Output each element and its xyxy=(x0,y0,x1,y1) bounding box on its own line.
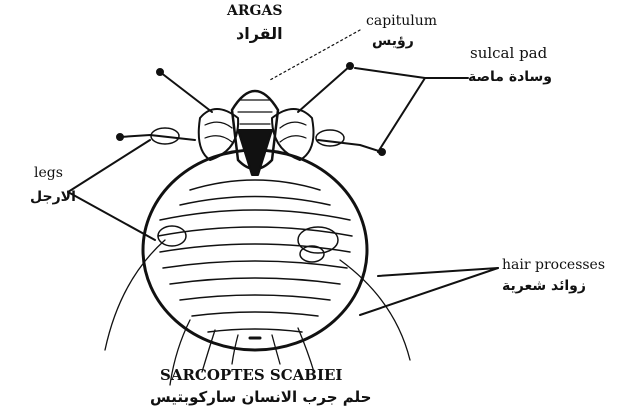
title-argas-en: ARGAS xyxy=(227,4,282,18)
body-striations xyxy=(158,210,352,332)
leader-legs-2 xyxy=(68,192,155,240)
label-sulcal-pad-en: sulcal pad xyxy=(470,46,547,61)
label-capitulum-ar: رؤيس xyxy=(372,34,414,48)
label-sulcal-pad-ar: وسادة ماصة xyxy=(468,70,552,84)
label-hair-processes-en: hair processes xyxy=(502,258,605,272)
label-legs-ar: الارجل xyxy=(30,190,76,204)
title-sarcoptes-en: SARCOPTES SCABIEI xyxy=(160,368,342,383)
title-sarcoptes-ar: حلم جرب الانسان ساركوبتيس xyxy=(150,390,371,405)
leader-sulcal-1 xyxy=(355,68,425,78)
leg-front-left-1 xyxy=(160,72,212,112)
label-hair-processes-ar: زوائد شعرية xyxy=(502,279,586,293)
capitulum-dark xyxy=(238,130,272,175)
leader-sulcal-2 xyxy=(378,78,425,152)
label-capitulum-en: capitulum xyxy=(366,14,437,28)
leg-front-left-2 xyxy=(120,135,195,140)
leader-capitulum xyxy=(270,30,360,80)
leg-front-right-1 xyxy=(298,66,350,112)
title-argas-ar: القراد xyxy=(236,26,283,42)
label-legs-en: legs xyxy=(34,166,63,180)
leader-legs-1 xyxy=(68,140,150,192)
